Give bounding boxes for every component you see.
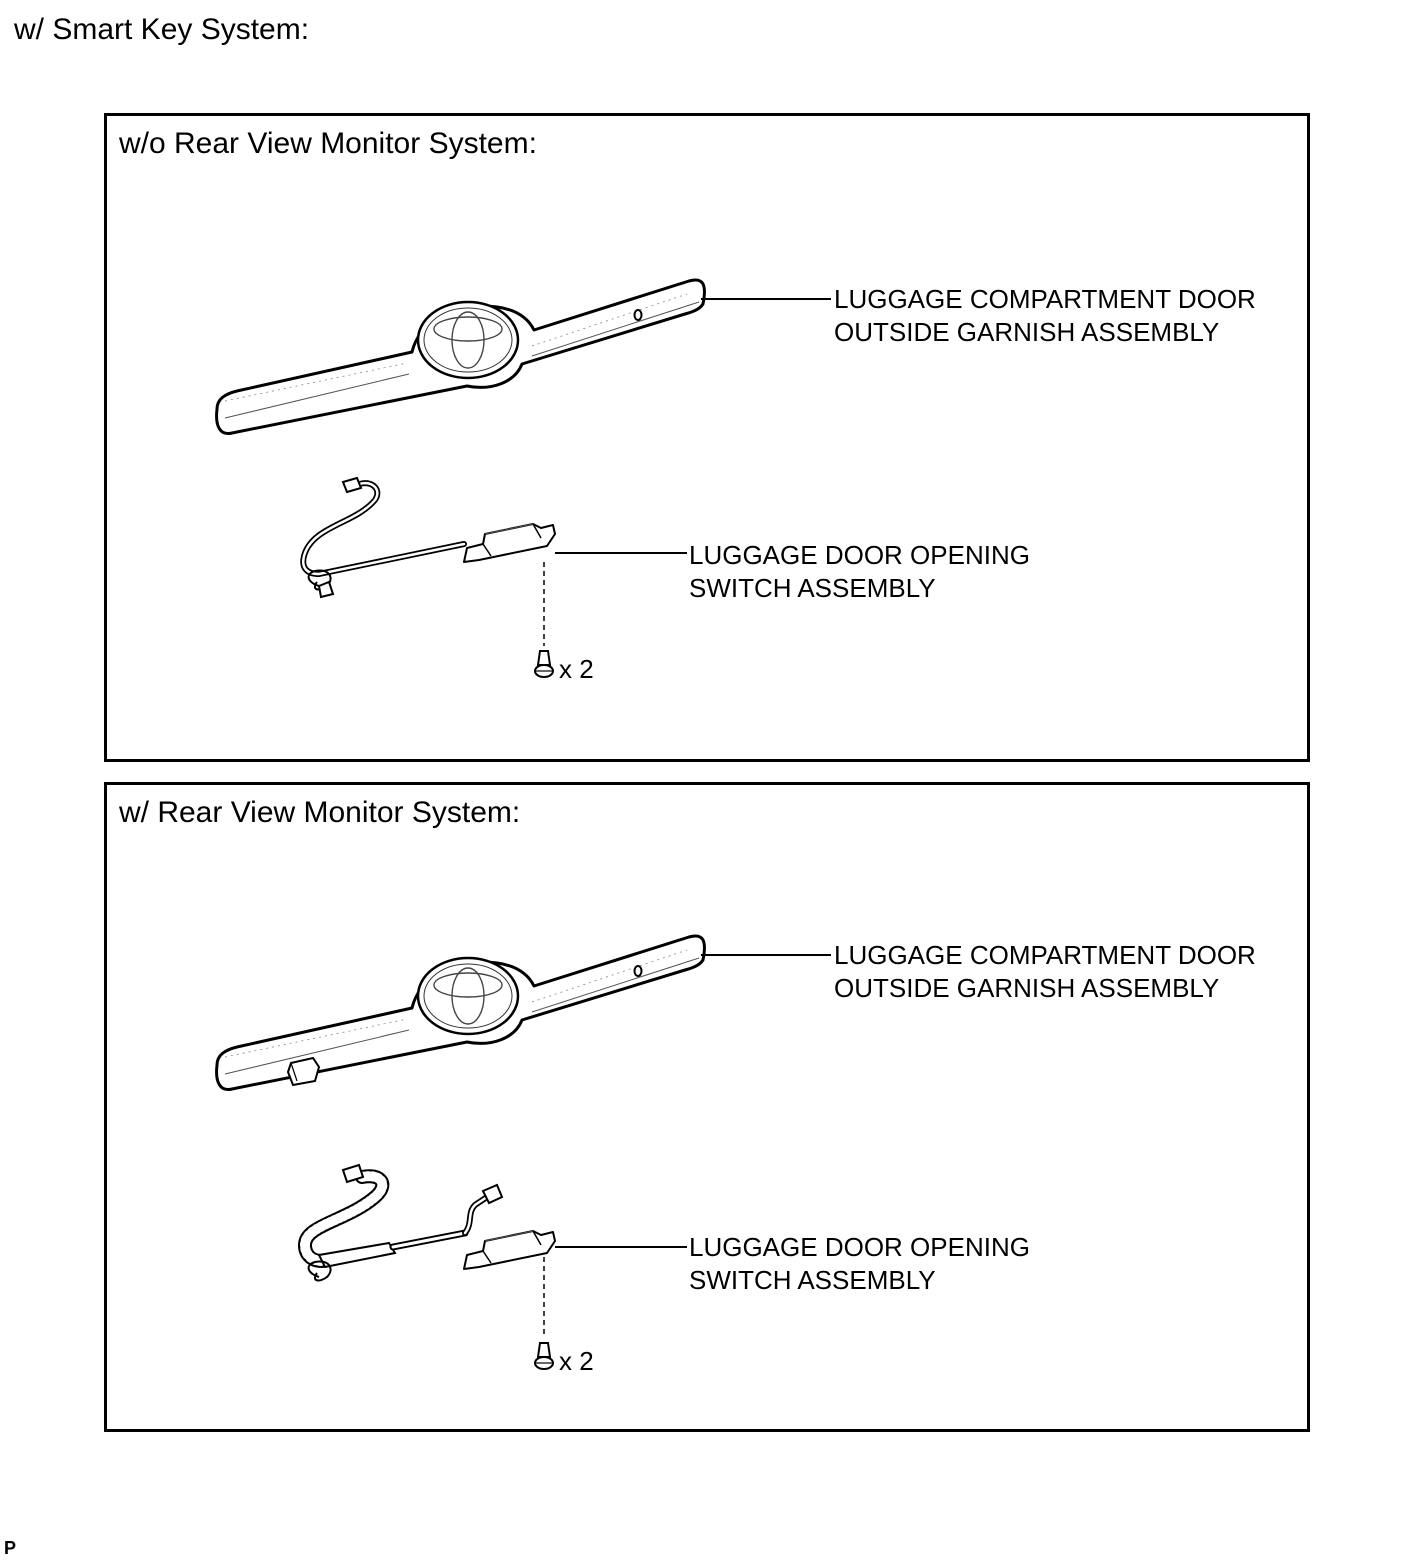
page-heading: w/ Smart Key System: bbox=[14, 13, 310, 46]
emblem-icon bbox=[416, 300, 520, 380]
panel-title: w/o Rear View Monitor System: bbox=[119, 127, 537, 160]
panel-with-rear-view-monitor: w/ Rear View Monitor System: bbox=[104, 782, 1310, 1432]
rear-camera-icon bbox=[286, 1056, 321, 1087]
switch-label-line-2: SWITCH ASSEMBLY bbox=[689, 573, 936, 603]
garnish-label-line-1: LUGGAGE COMPARTMENT DOOR bbox=[834, 284, 1256, 314]
garnish-label-line-2: OUTSIDE GARNISH ASSEMBLY bbox=[834, 317, 1220, 347]
wire-harness-icon bbox=[300, 476, 467, 599]
switch-assembly-icon bbox=[463, 1230, 556, 1270]
screw-icon bbox=[534, 650, 554, 678]
parts-illustration bbox=[215, 934, 831, 1370]
panel-title: w/ Rear View Monitor System: bbox=[119, 796, 521, 829]
wire-harness-icon bbox=[297, 1163, 504, 1282]
switch-label-line-2: SWITCH ASSEMBLY bbox=[689, 1265, 936, 1295]
screw-icon bbox=[534, 1342, 554, 1370]
figure-code: P bbox=[4, 1538, 17, 1558]
switch-assembly-icon bbox=[463, 523, 556, 563]
garnish-label-line-1: LUGGAGE COMPARTMENT DOOR bbox=[834, 940, 1256, 970]
garnish-label-line-2: OUTSIDE GARNISH ASSEMBLY bbox=[834, 973, 1220, 1003]
emblem-icon bbox=[416, 956, 520, 1036]
switch-label-line-1: LUGGAGE DOOR OPENING bbox=[689, 540, 1030, 570]
screw-quantity: x 2 bbox=[559, 1346, 594, 1376]
parts-illustration bbox=[215, 278, 831, 678]
switch-label-line-1: LUGGAGE DOOR OPENING bbox=[689, 1232, 1030, 1262]
panel-without-rear-view-monitor: w/o Rear View Monitor System: bbox=[104, 113, 1310, 762]
screw-quantity: x 2 bbox=[559, 654, 594, 684]
